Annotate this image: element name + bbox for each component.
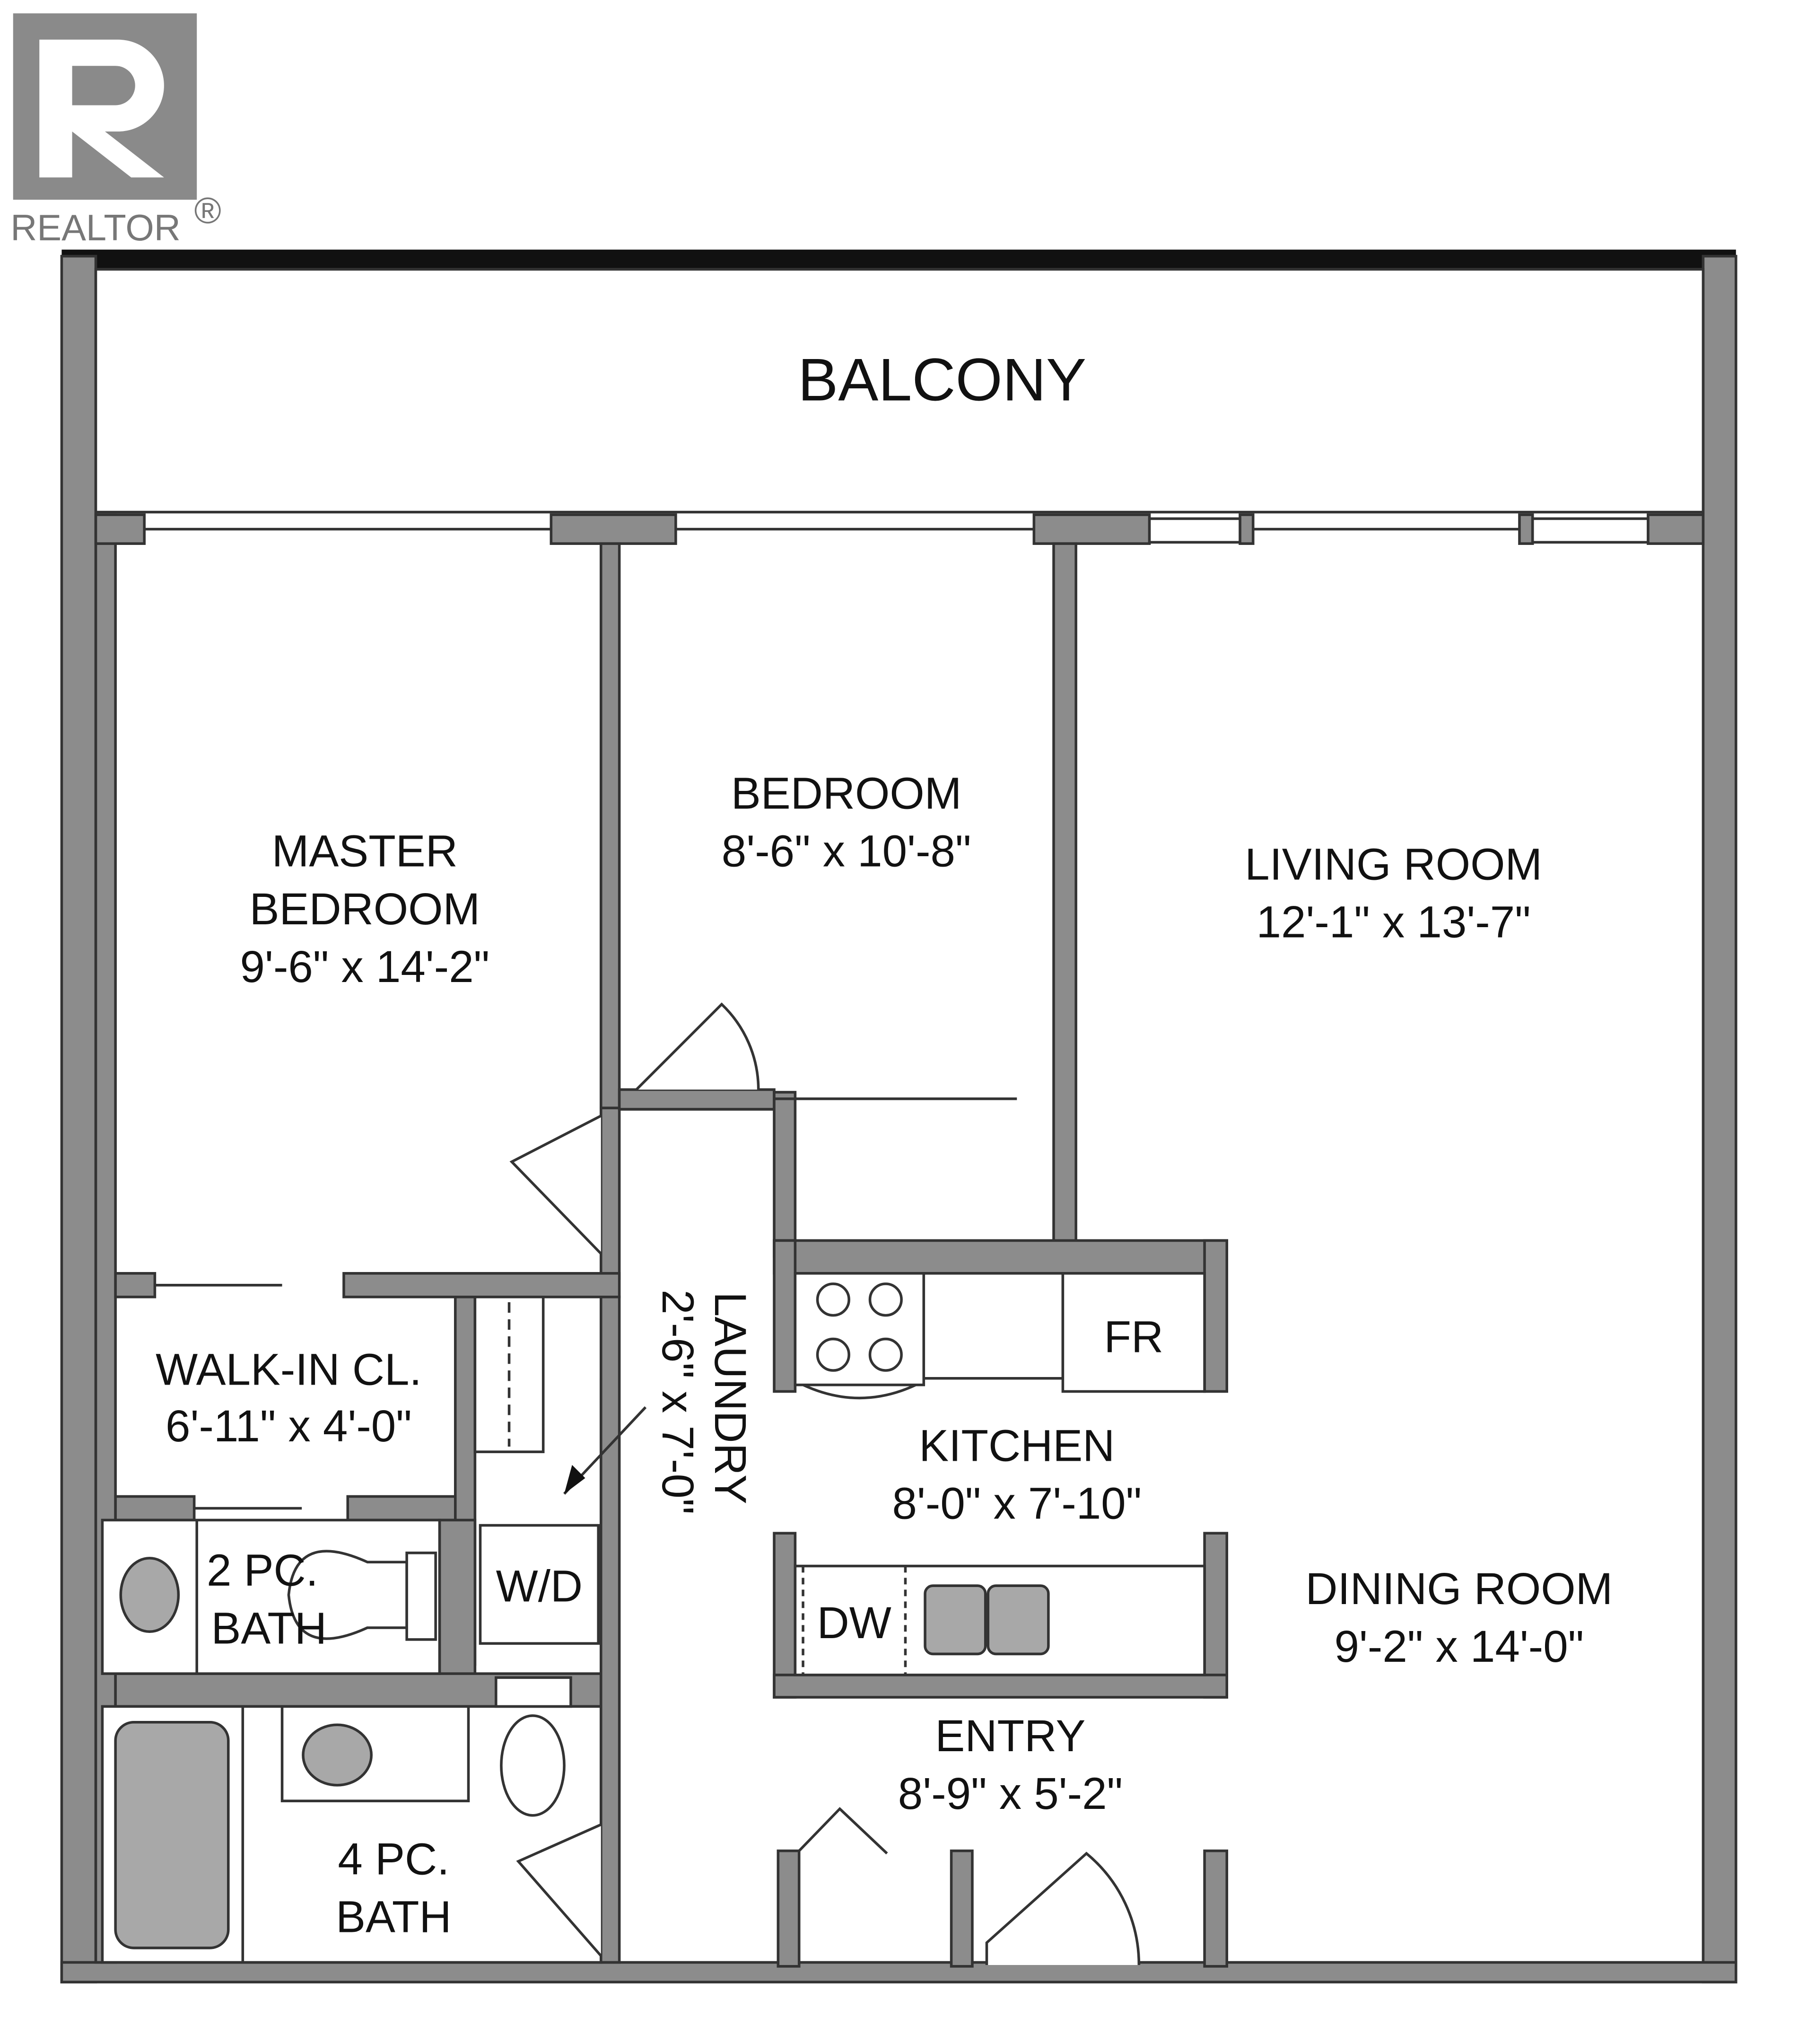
master-bedroom-label: MASTER xyxy=(272,826,458,876)
stove xyxy=(794,1272,925,1386)
master-bedroom-size: 9'-6" x 14'-2" xyxy=(240,942,489,991)
entry-label: ENTRY xyxy=(935,1711,1085,1761)
four-pc-bath-label-2: BATH xyxy=(336,1892,452,1942)
walk-in-closet-label: WALK-IN CL. xyxy=(156,1345,422,1395)
toilet xyxy=(287,1550,408,1640)
balcony-label: BALCONY xyxy=(798,346,1086,414)
room-labels: BALCONY MASTER BEDROOM 9'-6" x 14'-2" BE… xyxy=(156,346,1613,1942)
bath-door xyxy=(516,1823,602,1957)
bedroom-size: 8'-6" x 10'-8" xyxy=(722,826,971,876)
bathtub xyxy=(114,1720,230,1949)
sink-left xyxy=(924,1584,987,1656)
doors xyxy=(509,1002,1141,1965)
sink-right xyxy=(987,1584,1050,1656)
master-bedroom-door xyxy=(509,1114,602,1255)
entry-door xyxy=(985,1851,1141,1965)
master-bedroom-label-2: BEDROOM xyxy=(250,884,480,934)
washer-dryer-label: W/D xyxy=(496,1561,583,1611)
logo-text: REALTOR xyxy=(10,208,181,248)
sink xyxy=(302,1723,373,1787)
laundry-label: LAUNDRY xyxy=(706,1292,755,1504)
bedroom-label: BEDROOM xyxy=(731,769,961,818)
logo-mark: ® xyxy=(194,191,221,231)
entry-size: 8'-9" x 5'-2" xyxy=(898,1769,1123,1818)
kitchen-label: KITCHEN xyxy=(919,1421,1115,1471)
dishwasher-label: DW xyxy=(817,1598,891,1648)
closet-door xyxy=(798,1807,888,1855)
toilet xyxy=(500,1714,566,1817)
four-pc-bath-label: 4 PC. xyxy=(338,1834,449,1884)
counter xyxy=(922,1272,1065,1380)
bedroom-door xyxy=(635,1002,760,1091)
dining-room-label: DINING ROOM xyxy=(1305,1564,1613,1614)
realtor-logo: REALTOR ® xyxy=(10,13,221,248)
two-pc-bath-label-2: BATH xyxy=(211,1603,327,1653)
kitchen-size: 8'-0" x 7'-10" xyxy=(892,1479,1142,1528)
fridge-label: FR xyxy=(1104,1312,1163,1361)
walk-in-closet-size: 6'-11" x 4'-0" xyxy=(166,1401,412,1451)
living-room-size: 12'-1" x 13'-7" xyxy=(1257,897,1531,947)
dining-room-size: 9'-2" x 14'-0" xyxy=(1334,1622,1584,1671)
washer-dryer xyxy=(479,1524,600,1645)
sink xyxy=(119,1557,180,1633)
fridge xyxy=(1061,1272,1206,1393)
fixtures: FR DW W/D xyxy=(101,1272,1206,1964)
laundry-size: 2'-6" x 7'-0" xyxy=(653,1290,703,1514)
two-pc-bath-label: 2 PC. xyxy=(207,1545,318,1595)
living-room-label: LIVING ROOM xyxy=(1245,839,1542,889)
